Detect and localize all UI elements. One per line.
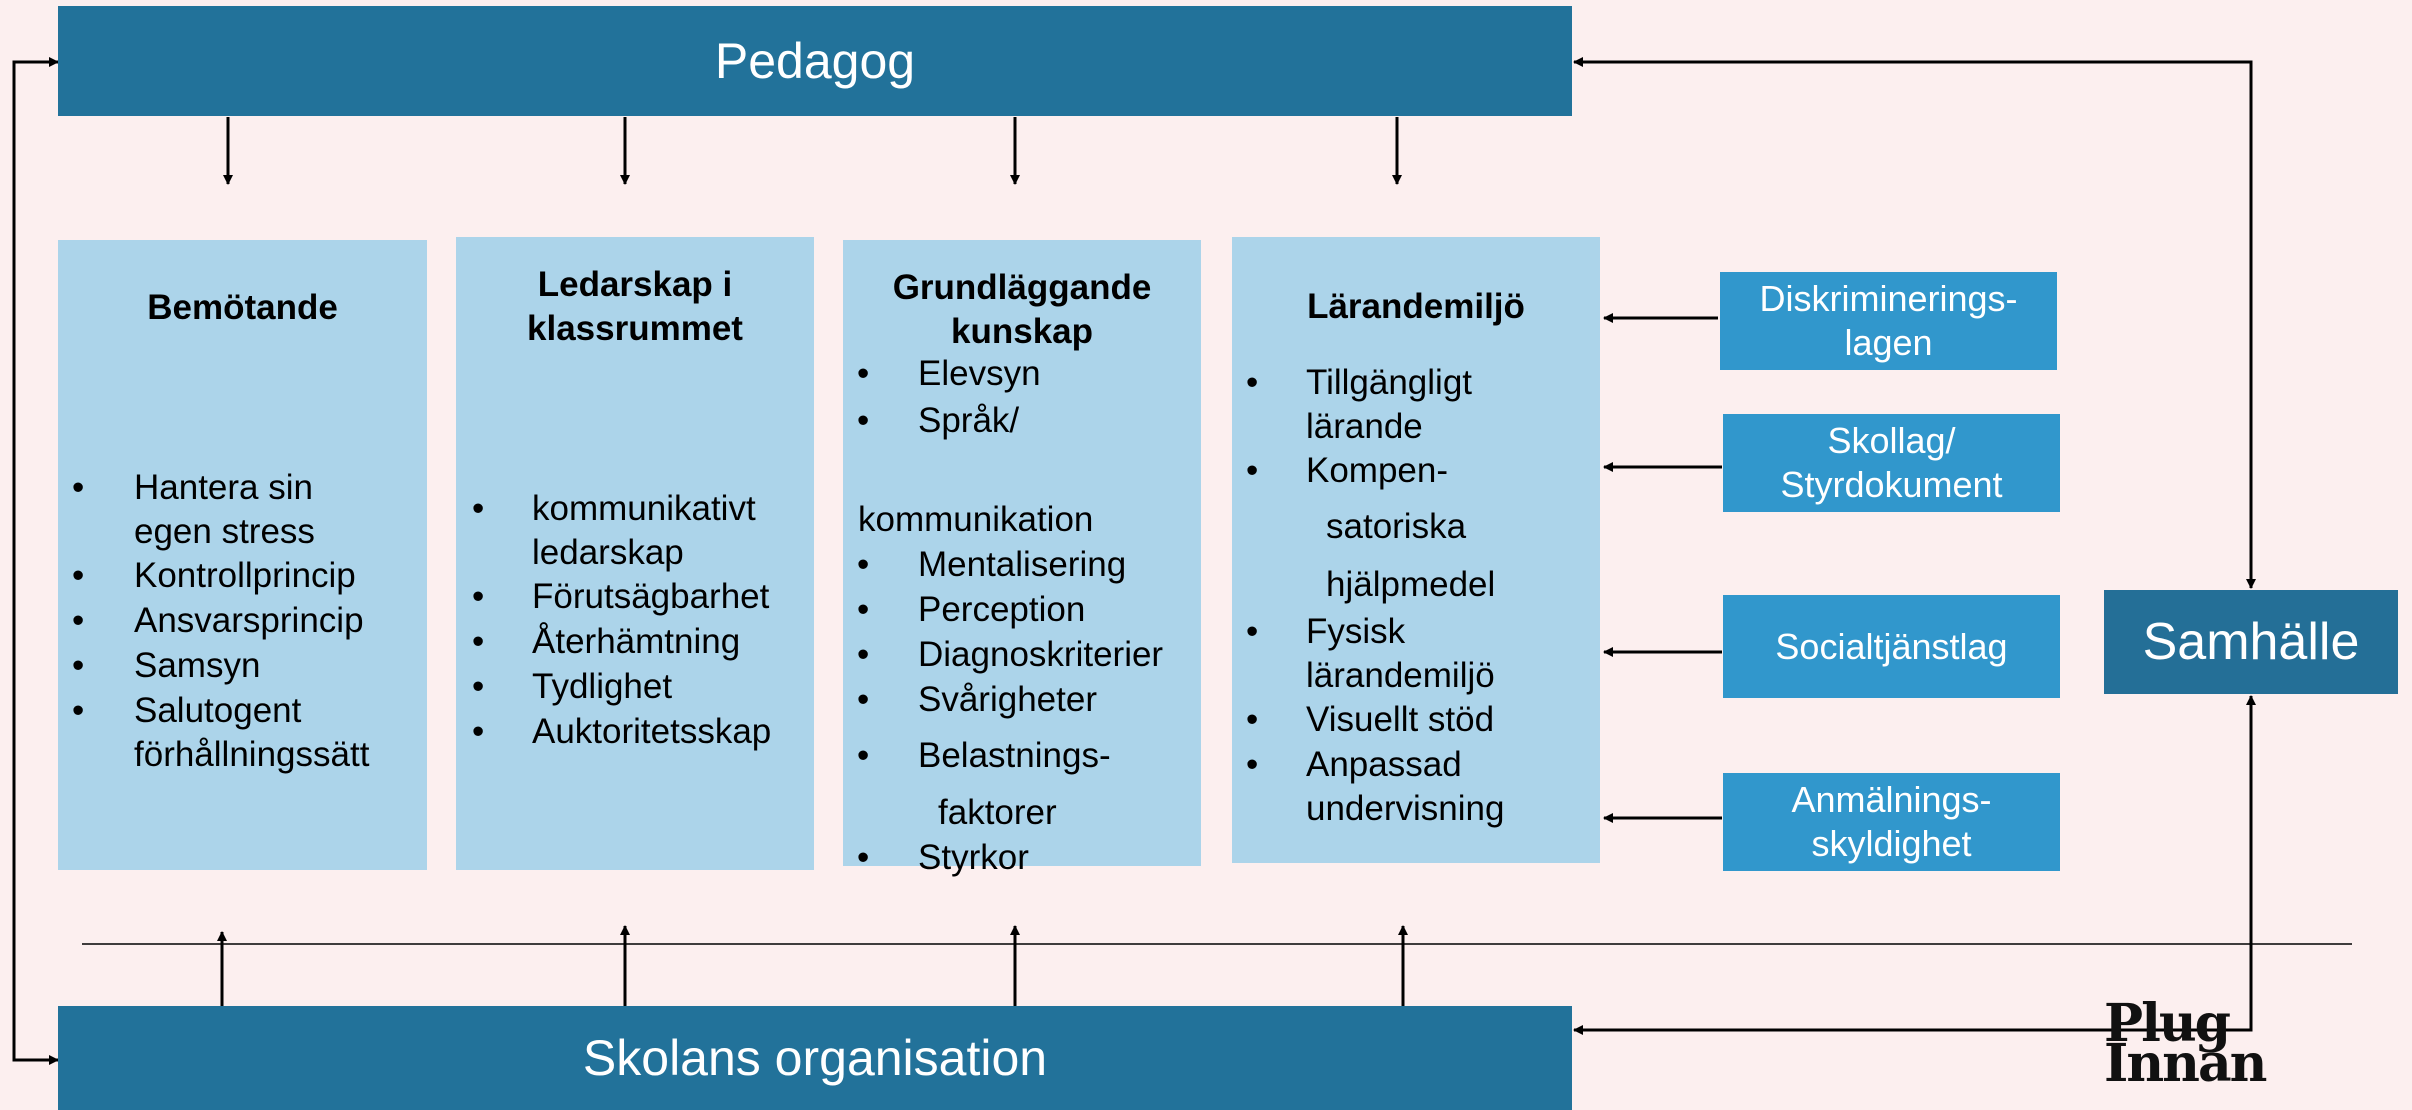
skollag-box: Skollag/ Styrdokument <box>1723 414 2060 512</box>
bullet: • <box>72 468 85 507</box>
bullet: • <box>1246 451 1259 490</box>
logo-line-2: Innan <box>2104 1033 2267 1094</box>
column-ledarskap: Ledarskap i klassrummet • kommunikativt … <box>456 237 814 870</box>
bullet: • <box>857 838 870 877</box>
skolans-organisation-box: Skolans organisation <box>58 1006 1572 1110</box>
bullet: • <box>857 545 870 584</box>
bullet: • <box>472 667 485 706</box>
list-item: Tillgängligt lärande <box>1306 363 1473 446</box>
pedagog-label: Pedagog <box>714 33 916 89</box>
list-item: Hantera sin egen stress <box>134 468 315 551</box>
list-item: Perception <box>918 590 1086 629</box>
diskrimineringslagen-box: Diskriminerings- lagen <box>1720 272 2057 370</box>
list-item: Svårigheter <box>918 680 1097 719</box>
bullet: • <box>472 622 485 661</box>
bullet: • <box>857 680 870 719</box>
bullet: • <box>72 556 85 595</box>
bullet: • <box>1246 700 1259 739</box>
bullet: • <box>1246 745 1259 784</box>
bullet: • <box>857 736 870 775</box>
bullet: • <box>1246 612 1259 651</box>
bullet: • <box>72 601 85 640</box>
samhalle-box: Samhälle <box>2104 590 2398 694</box>
list-item: Auktoritetsskap <box>532 712 772 751</box>
list-item: faktorer <box>938 793 1057 832</box>
list-item: Återhämtning <box>532 622 741 661</box>
list-item: Ansvarsprincip <box>134 601 364 640</box>
column-bemotande: Bemötande • Hantera sin egen stress • Ko… <box>58 240 427 870</box>
loop-left <box>12 57 59 1062</box>
list-item: kommunikativt ledarskap <box>532 489 756 572</box>
column-grundlaggande-kunskap: Grundläggande kunskap • Elevsyn • Språk/… <box>843 240 1201 877</box>
bullet: • <box>472 577 485 616</box>
list-item: Diagnoskriterier <box>918 635 1164 674</box>
list-item: Mentalisering <box>918 545 1127 584</box>
column-ledarskap-title: Ledarskap i klassrummet <box>527 265 743 348</box>
list-item: kommunikation <box>858 500 1094 539</box>
list-item: Språk/ <box>918 401 1020 440</box>
pedagog-box: Pedagog <box>58 6 1572 116</box>
column-kunskap-title: Grundläggande kunskap <box>892 268 1152 351</box>
bullet: • <box>72 646 85 685</box>
column-larandemiljo: Lärandemiljö • Tillgängligt lärande • Ko… <box>1232 237 1600 863</box>
bullet: • <box>857 590 870 629</box>
bullet: • <box>857 354 870 393</box>
logo-line-1: Plug <box>2104 993 2231 1054</box>
list-item: Belastnings- <box>918 736 1111 775</box>
socialtjanstlag-box: Socialtjänstlag <box>1723 595 2060 698</box>
bullet: • <box>857 635 870 674</box>
list-item: Anpassad undervisning <box>1306 745 1505 828</box>
list-item: Visuellt stöd <box>1306 700 1495 739</box>
list-item: hjälpmedel <box>1326 565 1496 604</box>
anmalningsskyldighet-box: Anmälnings- skyldighet <box>1723 773 2060 871</box>
bullet: • <box>1246 363 1259 402</box>
skolans-organisation-label: Skolans organisation <box>582 1030 1048 1086</box>
list-item: Elevsyn <box>918 354 1041 393</box>
samhalle-label: Samhälle <box>2142 613 2360 671</box>
column-bemotande-title: Bemötande <box>147 288 338 327</box>
list-item: Fysisk lärandemiljö <box>1306 612 1495 695</box>
bullet: • <box>472 489 485 528</box>
list-item: Salutogent förhållningssätt <box>134 691 370 774</box>
list-item: Samsyn <box>134 646 261 685</box>
list-item: Kontrollprincip <box>134 556 356 595</box>
list-item: Förutsägbarhet <box>532 577 770 616</box>
bullet: • <box>472 712 485 751</box>
bullet: • <box>857 401 870 440</box>
list-item: satoriska <box>1326 507 1467 546</box>
plug-innan-logo: Plug Innan <box>2104 993 2267 1094</box>
column-larandemiljo-title: Lärandemiljö <box>1307 287 1525 326</box>
list-item: Tydlighet <box>532 667 673 706</box>
list-item: Kompen- <box>1306 451 1449 490</box>
bullet: • <box>72 691 85 730</box>
list-item: Styrkor <box>918 838 1029 877</box>
